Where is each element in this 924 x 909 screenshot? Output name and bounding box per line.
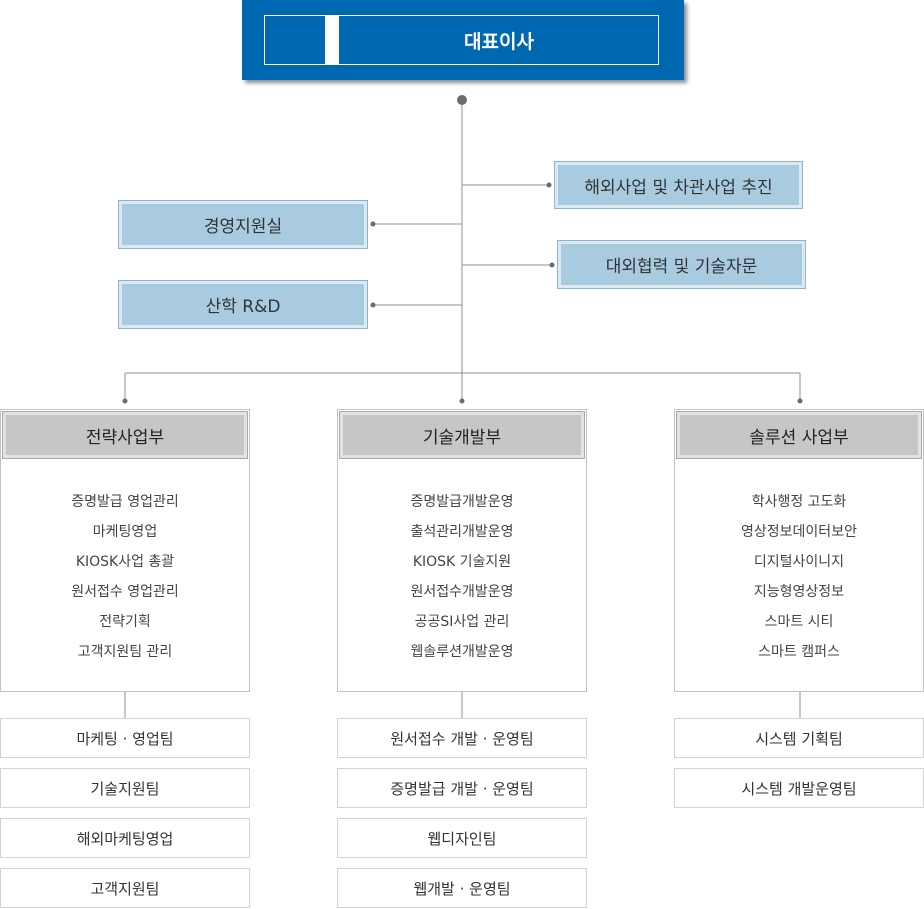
list-item: 마케팅영업 <box>92 524 158 540</box>
list-item: 스마트 캠퍼스 <box>758 644 840 660</box>
division-tech-title: 기술개발부 <box>339 411 585 459</box>
division-solution-title: 솔루션 사업부 <box>676 411 922 459</box>
list-item: KIOSK 기술지원 <box>412 554 512 570</box>
list-item: 디지털사이니지 <box>753 554 845 570</box>
ceo-box <box>242 0 684 80</box>
list-item: 원서접수 영업관리 <box>71 584 179 600</box>
division-tech-items: 증명발급개발운영 출석관리개발운영 KIOSK 기술지원 원서접수개발운영 공공… <box>337 487 587 667</box>
staff-overseas-box: 해외사업 및 차관사업 추진 <box>554 161 803 209</box>
list-item: 증명발급개발운영 <box>410 494 514 510</box>
staff-cooperation-box: 대외협력 및 기술자문 <box>557 240 806 289</box>
team-box: 해외마케팅영업 <box>0 818 250 858</box>
team-box: 시스템 기획팀 <box>674 718 924 758</box>
list-item: 전략기획 <box>99 614 151 630</box>
list-item: 출석관리개발운영 <box>410 524 514 540</box>
list-item: 증명발급 영업관리 <box>71 494 179 510</box>
list-item: 스마트 시티 <box>764 614 834 630</box>
team-box: 기술지원팀 <box>0 768 250 808</box>
list-item: 고객지원팀 관리 <box>77 644 173 660</box>
list-item: 지능형영상정보 <box>753 584 845 600</box>
list-item: 영상정보데이터보안 <box>741 524 857 540</box>
root-dot <box>457 95 467 105</box>
list-item: 공공SI사업 관리 <box>414 614 510 630</box>
staff-rnd-box: 산학 R&D <box>118 280 368 329</box>
division-strategy-title: 전략사업부 <box>2 411 248 459</box>
team-box: 웹디자인팀 <box>337 818 587 858</box>
team-box: 원서접수 개발 · 운영팀 <box>337 718 587 758</box>
division-strategy-items: 증명발급 영업관리 마케팅영업 KIOSK사업 총괄 원서접수 영업관리 전략기… <box>0 487 250 667</box>
team-box: 웹개발 · 운영팀 <box>337 868 587 908</box>
team-box: 마케팅 · 영업팀 <box>0 718 250 758</box>
list-item: 원서접수개발운영 <box>410 584 514 600</box>
division-solution-items: 학사행정 고도화 영상정보데이터보안 디지털사이니지 지능형영상정보 스마트 시… <box>674 487 924 667</box>
ceo-inner-frame <box>264 15 659 65</box>
ceo-accent-bar <box>325 16 339 64</box>
staff-management-box: 경영지원실 <box>118 200 368 249</box>
team-box: 증명발급 개발 · 운영팀 <box>337 768 587 808</box>
list-item: 웹솔루션개발운영 <box>410 644 514 660</box>
list-item: KIOSK사업 총괄 <box>75 554 175 570</box>
ceo-label: 대표이사 <box>464 30 534 53</box>
team-box: 시스템 개발운영팀 <box>674 768 924 808</box>
team-box: 고객지원팀 <box>0 868 250 908</box>
list-item: 학사행정 고도화 <box>751 494 847 510</box>
